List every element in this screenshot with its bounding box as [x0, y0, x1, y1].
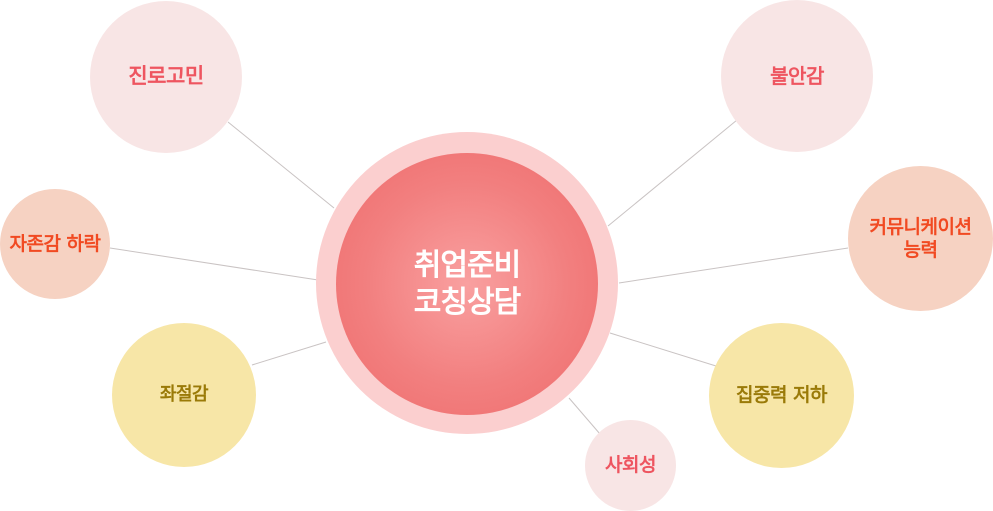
connector-anxiety	[607, 119, 738, 227]
node-sociality-label: 사회성	[605, 454, 656, 477]
node-frustration: 좌절감	[112, 323, 256, 467]
center-title-line1: 취업준비	[413, 247, 521, 283]
node-frustration-label: 좌절감	[159, 384, 209, 406]
node-communication: 커뮤니케이션 능력	[848, 166, 993, 311]
node-anxiety: 불안감	[721, 0, 873, 152]
node-sociality: 사회성	[585, 420, 676, 511]
node-communication-label-2: 능력	[903, 238, 938, 261]
connector-communication	[618, 247, 849, 284]
connector-sociality	[568, 397, 601, 435]
node-self-esteem-label: 자존감 하락	[9, 232, 101, 255]
node-career-label: 진로고민	[128, 64, 204, 89]
center-title-line2: 코칭상담	[413, 285, 521, 320]
node-concentration: 집중력 저하	[709, 323, 854, 468]
center-node: 취업준비 코칭상담	[336, 153, 598, 415]
node-self-esteem: 자존감 하락	[0, 189, 110, 299]
connector-frustration	[251, 341, 327, 366]
node-communication-label-1: 커뮤니케이션	[869, 215, 972, 238]
node-concentration-label: 집중력 저하	[735, 384, 828, 407]
connector-career	[227, 121, 335, 209]
node-career: 진로고민	[90, 1, 242, 153]
connector-self-esteem	[109, 247, 319, 281]
node-anxiety-label: 불안감	[770, 64, 824, 88]
connector-concentration	[609, 332, 717, 367]
